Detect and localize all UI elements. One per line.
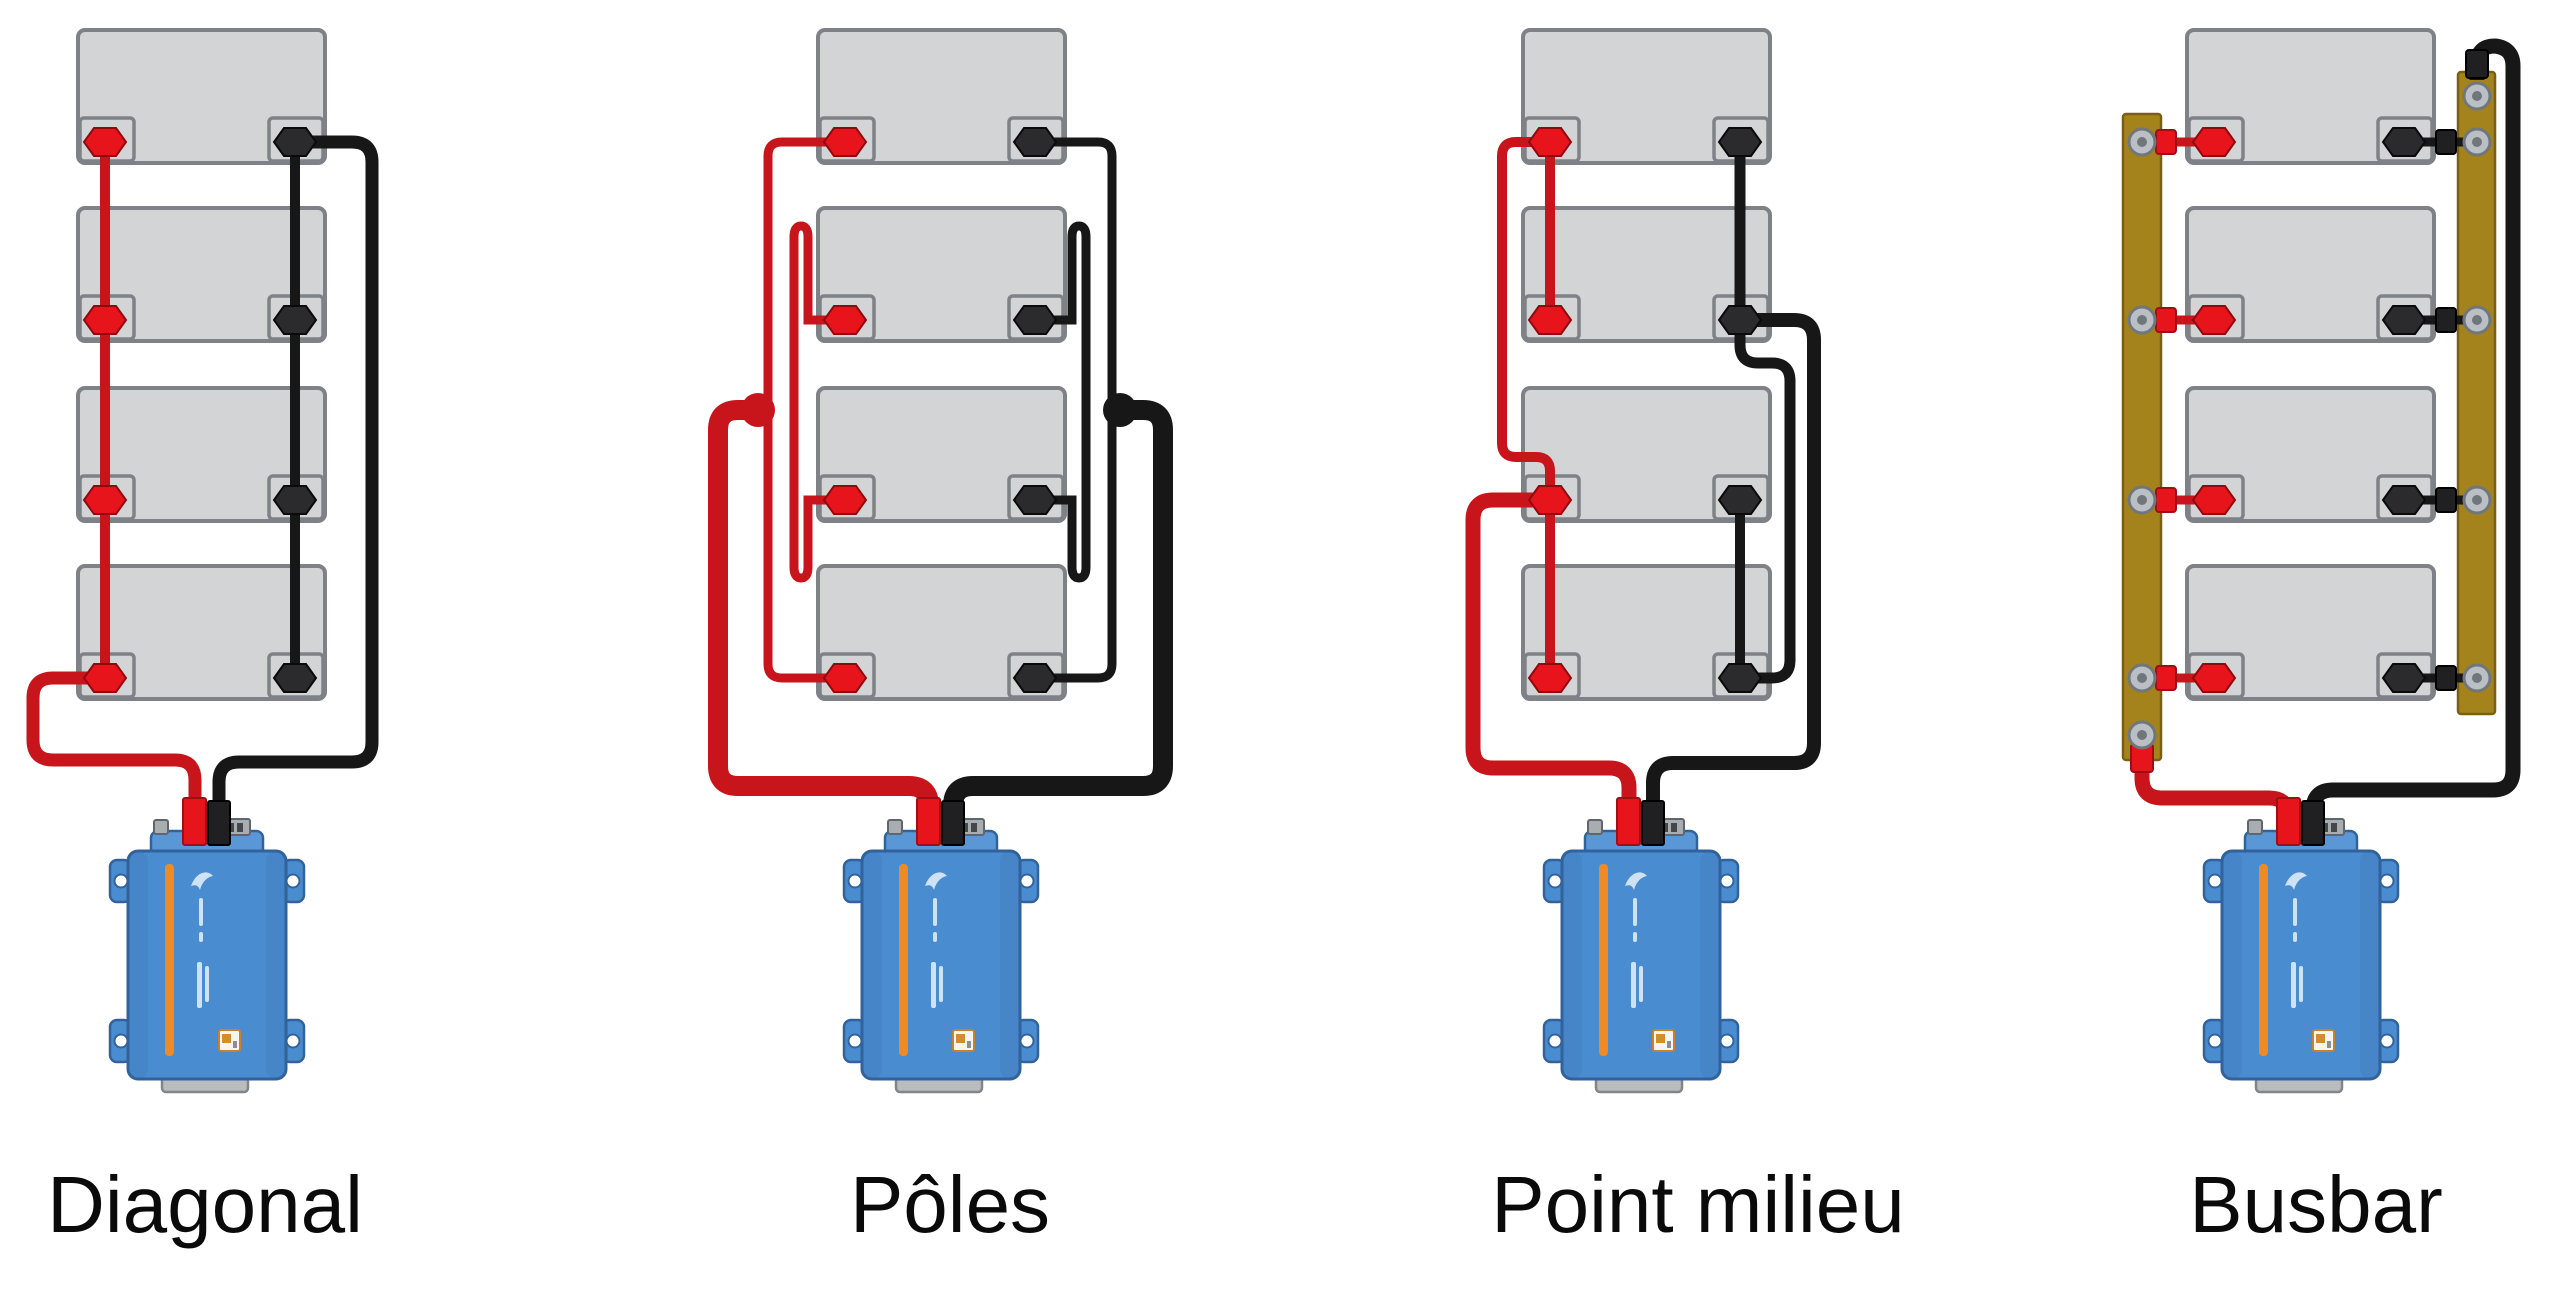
column-label: Pôles xyxy=(850,1160,1050,1249)
negative-main-cable xyxy=(212,135,379,826)
negative-junction-node xyxy=(1103,393,1137,427)
positive-terminal xyxy=(1528,127,1572,157)
wiring-poles xyxy=(708,137,1173,826)
negative-main-cable xyxy=(1646,313,1821,826)
positive-battery2-wire xyxy=(789,221,845,410)
negative-battery4-wire xyxy=(1035,410,1117,683)
positive-terminal xyxy=(1528,305,1572,335)
negative-main-lug xyxy=(2465,49,2489,79)
busbar-bolt xyxy=(2127,485,2157,515)
busbar-bolt xyxy=(2462,81,2492,111)
column-label: Busbar xyxy=(2189,1160,2442,1249)
positive-link-lug xyxy=(2155,487,2177,513)
busbar-bolt xyxy=(2127,305,2157,335)
positive-link-lug xyxy=(2155,129,2177,155)
positive-terminal xyxy=(2192,485,2236,515)
positive-battery1-wire xyxy=(763,137,845,410)
negative-terminal xyxy=(2382,663,2426,693)
positive-main-cable xyxy=(26,671,202,826)
inverter xyxy=(1542,796,1740,1094)
bank-poles: Pôles xyxy=(708,28,1173,1249)
positive-terminal xyxy=(823,305,867,335)
positive-terminal xyxy=(1528,663,1572,693)
negative-terminal xyxy=(1718,485,1762,515)
column-label: Diagonal xyxy=(47,1160,363,1249)
positive-terminal xyxy=(83,305,127,335)
negative-terminal xyxy=(1013,127,1057,157)
bank-point-milieu: Point milieu xyxy=(1465,28,1905,1249)
bank-busbar: Busbar xyxy=(2121,28,2521,1249)
negative-main-cable xyxy=(2305,38,2521,826)
positive-terminal xyxy=(2192,663,2236,693)
negative-terminal xyxy=(273,305,317,335)
positive-terminal xyxy=(2192,127,2236,157)
positive-terminal xyxy=(823,127,867,157)
positive-terminal xyxy=(83,485,127,515)
inverter xyxy=(2202,796,2400,1094)
positive-link-lug xyxy=(2155,665,2177,691)
negative-terminal xyxy=(2382,127,2426,157)
positive-link-lug xyxy=(2155,307,2177,333)
positive-battery4-wire xyxy=(763,410,845,683)
negative-link-lug xyxy=(2435,307,2457,333)
negative-terminal xyxy=(2382,305,2426,335)
negative-link-lug xyxy=(2435,487,2457,513)
inverter xyxy=(108,796,306,1094)
wiring-diagonal xyxy=(26,135,379,826)
positive-terminal xyxy=(83,663,127,693)
busbar-bolt xyxy=(2462,127,2492,157)
busbar-bolt xyxy=(2462,663,2492,693)
negative-terminal xyxy=(1013,663,1057,693)
negative-terminal xyxy=(273,663,317,693)
negative-terminal xyxy=(1718,127,1762,157)
negative-terminal xyxy=(1013,485,1057,515)
negative-terminal xyxy=(273,485,317,515)
negative-link-lug xyxy=(2435,129,2457,155)
busbar-bolt xyxy=(2462,305,2492,335)
positive-busbar xyxy=(2121,112,2163,762)
positive-terminal xyxy=(2192,305,2236,335)
busbar-bolt xyxy=(2127,663,2157,693)
bank-diagonal: Diagonal xyxy=(26,28,379,1249)
negative-terminal xyxy=(1718,663,1762,693)
negative-busbar xyxy=(2456,70,2497,716)
positive-bypass-wire xyxy=(1497,137,1555,678)
negative-terminal xyxy=(1718,305,1762,335)
negative-battery2-wire xyxy=(1035,221,1091,410)
negative-battery1-wire xyxy=(1035,137,1117,410)
positive-terminal xyxy=(823,485,867,515)
inverter xyxy=(842,796,1040,1094)
positive-main-cable xyxy=(2134,748,2297,826)
positive-main-cable xyxy=(708,400,939,826)
positive-terminal xyxy=(1528,485,1572,515)
negative-bypass-wire xyxy=(1734,142,1796,684)
negative-main-cable xyxy=(943,400,1173,826)
positive-battery3-wire xyxy=(789,410,845,583)
positive-junction-node xyxy=(741,393,775,427)
wiring-point-milieu xyxy=(1465,137,1821,826)
negative-battery3-wire xyxy=(1035,410,1091,583)
positive-terminal xyxy=(823,663,867,693)
busbar-bolt xyxy=(2462,485,2492,515)
positive-terminal xyxy=(83,127,127,157)
column-label: Point milieu xyxy=(1491,1160,1905,1249)
negative-terminal xyxy=(2382,485,2426,515)
negative-terminal xyxy=(273,127,317,157)
busbar-bolt xyxy=(2127,127,2157,157)
negative-link-lug xyxy=(2435,665,2457,691)
busbar-bolt xyxy=(2127,720,2157,750)
positive-main-cable xyxy=(1465,492,1637,826)
negative-terminal xyxy=(1013,305,1057,335)
